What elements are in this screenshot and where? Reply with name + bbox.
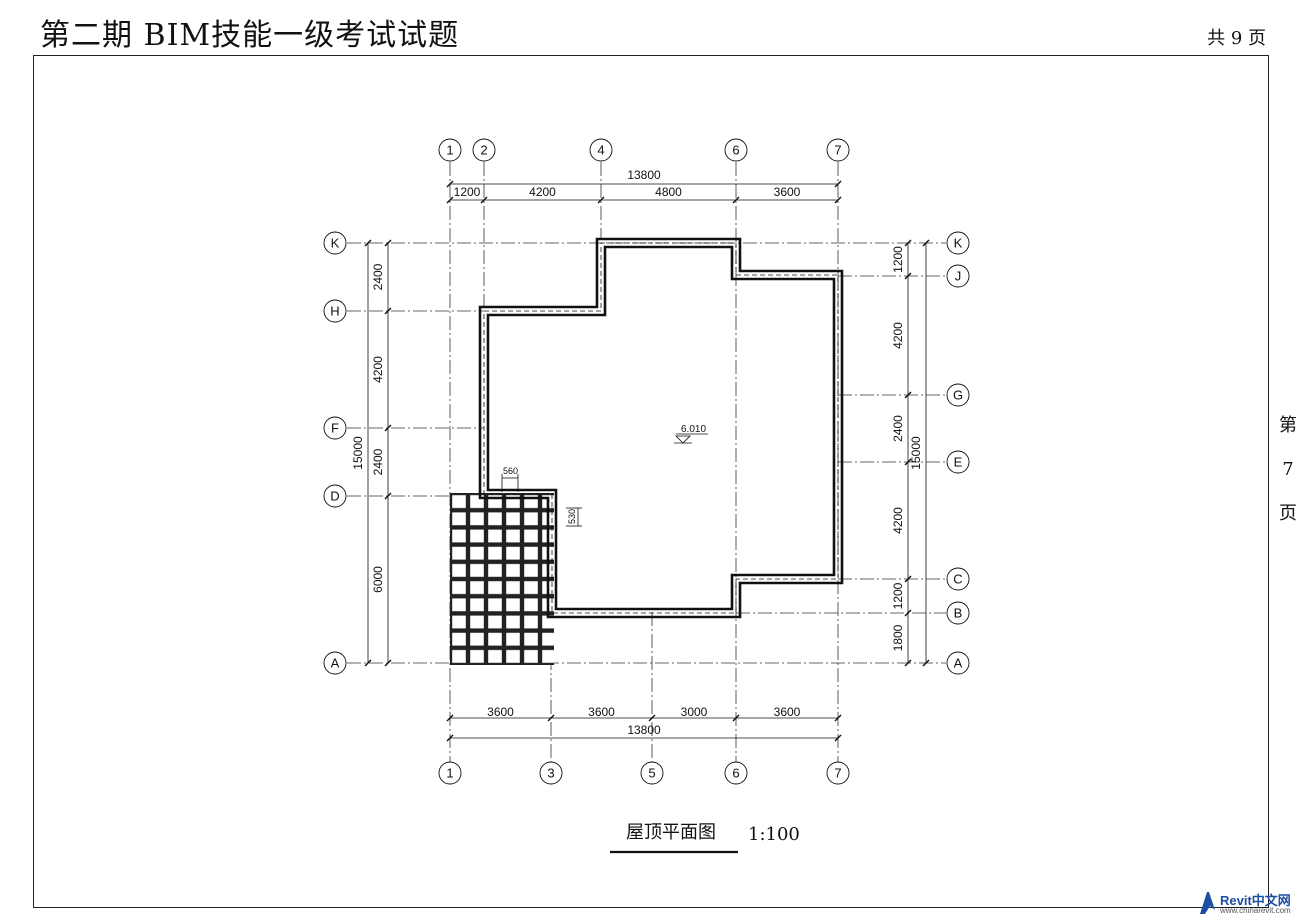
drawing-frame	[33, 55, 1269, 908]
axis-bubble: 4	[589, 138, 613, 162]
axis-bubble: 5	[640, 761, 664, 785]
svg-text:A: A	[331, 656, 340, 671]
roof-outline	[478, 237, 844, 619]
dimension-text: 6000	[371, 566, 385, 593]
logo-name: Revit中文网	[1220, 893, 1291, 908]
axis-bubble: 3	[539, 761, 563, 785]
axis-bubble: K	[946, 231, 970, 255]
exam-title: 第二期 BIM技能一级考试试题	[40, 18, 460, 53]
axis-bubble: 1	[438, 138, 462, 162]
axis-bubble: 6	[724, 138, 748, 162]
dimension-text: 3600	[774, 705, 801, 719]
svg-text:K: K	[954, 236, 963, 251]
svg-text:1: 1	[446, 766, 453, 781]
axis-bubble: 2	[472, 138, 496, 162]
dimension-text: 3600	[774, 185, 801, 199]
dimension-text: 4200	[891, 322, 905, 349]
side-page-number: 7	[1282, 459, 1294, 480]
svg-text:J: J	[955, 269, 962, 284]
dimension-text: 4800	[655, 185, 682, 199]
dimension-text: 2400	[371, 448, 385, 475]
axis-bubble: 7	[826, 138, 850, 162]
axis-bubble: H	[323, 299, 347, 323]
svg-text:H: H	[330, 304, 339, 319]
axis-bubble: B	[946, 601, 970, 625]
svg-text:5: 5	[648, 766, 655, 781]
dimension-text: 1200	[891, 246, 905, 273]
svg-text:3: 3	[547, 766, 554, 781]
axis-bubble: J	[946, 264, 970, 288]
svg-text:C: C	[953, 572, 962, 587]
dimension-text: 2400	[891, 415, 905, 442]
drawing-caption: 屋顶平面图	[626, 822, 716, 843]
axis-bubble: 6	[724, 761, 748, 785]
detail-dimensions	[501, 474, 582, 527]
dimension-text: 13800	[627, 168, 661, 182]
svg-text:1: 1	[446, 143, 453, 158]
dimension-text: 4200	[529, 185, 556, 199]
side-page-label: 第 7 页	[1276, 404, 1300, 536]
side-page-char: 页	[1279, 503, 1297, 524]
svg-text:D: D	[330, 489, 339, 504]
dimension-text: 3000	[681, 705, 708, 719]
svg-text:6: 6	[732, 766, 739, 781]
dimension-text: 1200	[891, 582, 905, 609]
dimension-text: 2400	[371, 263, 385, 290]
dimension-text: 530	[567, 509, 577, 524]
dimension-text: 6.010	[681, 424, 706, 435]
dimension-text: 15000	[351, 436, 365, 470]
dimension-text: 560	[503, 466, 518, 476]
dimension-text: 15000	[909, 436, 923, 470]
dimension-text: 4200	[891, 507, 905, 534]
svg-text:K: K	[331, 236, 340, 251]
tiled-terrace	[450, 493, 554, 665]
axis-bubble: A	[323, 651, 347, 675]
side-page-char: 第	[1279, 415, 1297, 436]
svg-text:A: A	[954, 656, 963, 671]
axis-bubble: 7	[826, 761, 850, 785]
dimension-text: 3600	[487, 705, 514, 719]
svg-text:7: 7	[834, 766, 841, 781]
svg-text:G: G	[953, 388, 963, 403]
axis-bubble: A	[946, 651, 970, 675]
drawing-scale: 1:100	[748, 824, 800, 845]
dimension-text: 1800	[891, 624, 905, 651]
axis-bubble: K	[323, 231, 347, 255]
axis-bubble: 1	[438, 761, 462, 785]
axis-bubble: G	[946, 383, 970, 407]
svg-text:6: 6	[732, 143, 739, 158]
svg-text:F: F	[331, 421, 339, 436]
svg-text:7: 7	[834, 143, 841, 158]
svg-text:4: 4	[597, 143, 604, 158]
axis-bubble: F	[323, 416, 347, 440]
svg-text:E: E	[954, 455, 963, 470]
elevation-marker: 6.010	[674, 424, 708, 444]
page-count: 共 9 页	[1207, 28, 1266, 49]
revit-logo-icon	[1200, 892, 1215, 914]
dimension-lines	[367, 183, 927, 739]
dimension-text: 1200	[454, 185, 481, 199]
svg-text:2: 2	[480, 143, 487, 158]
dimension-text: 4200	[371, 356, 385, 383]
dimension-text: 3600	[588, 705, 615, 719]
svg-text:B: B	[954, 606, 963, 621]
axis-bubble: C	[946, 567, 970, 591]
grid-lines	[347, 162, 946, 762]
axis-bubble: E	[946, 450, 970, 474]
revit-logo: Revit中文网 www.chinarevit.com	[1198, 890, 1302, 920]
axis-bubble: D	[323, 484, 347, 508]
dimension-text: 13800	[627, 723, 661, 737]
logo-url: www.chinarevit.com	[1220, 906, 1291, 915]
